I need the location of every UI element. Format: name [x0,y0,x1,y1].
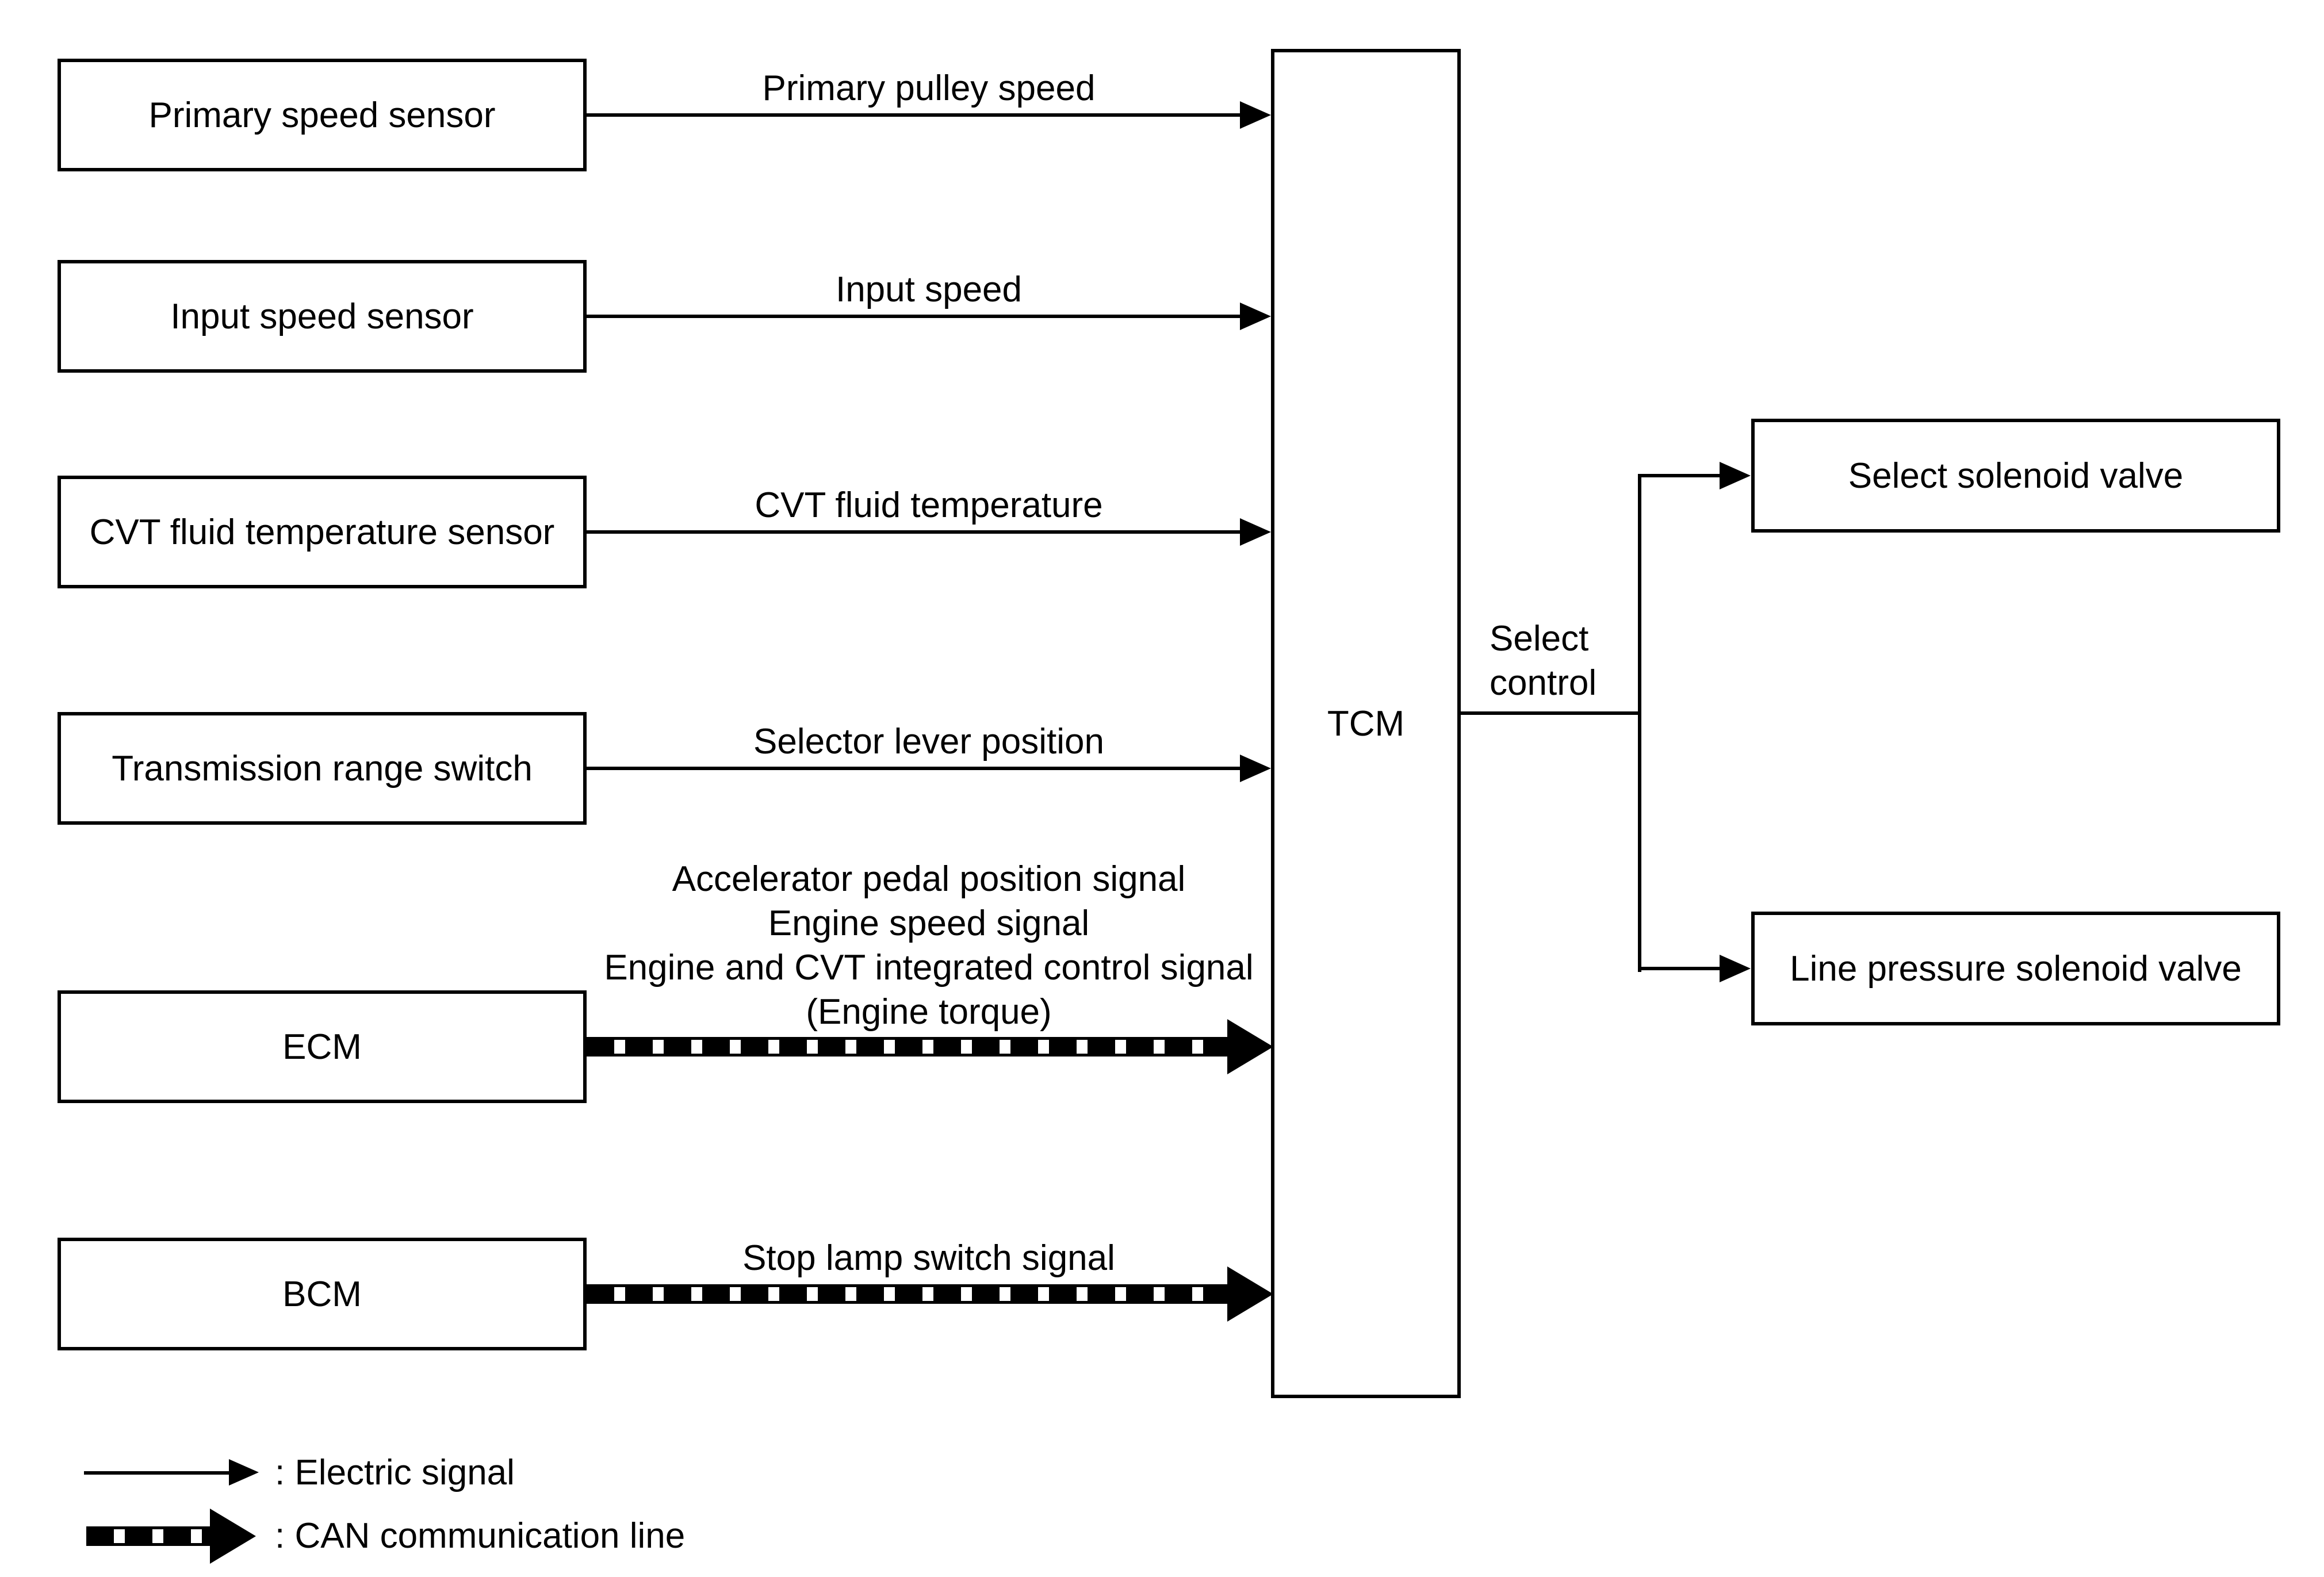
signal-label-stop-lamp-switch: Stop lamp switch signal [742,1238,1115,1278]
signal-label-engine-speed: Engine speed signal [768,904,1090,943]
signal-label-engine-cvt-integrated-control: Engine and CVT integrated control signal [604,948,1254,987]
output-line-tcm-to-branch [1461,711,1641,715]
input-box-transmission-range-switch: Transmission range switch [58,712,587,825]
input-box-cvt-fluid-temperature-sensor: CVT fluid temperature sensor [58,476,587,588]
legend-can-arrowhead-icon [210,1509,256,1564]
signal-label-ecm-can-signals: Accelerator pedal position signal Engine… [587,857,1271,1034]
can-arrowhead-icon-bcm [1227,1266,1273,1322]
electric-arrow-line-cvt-fluid-temperature [587,530,1240,534]
arrowhead-icon-line-pressure-solenoid [1720,955,1751,982]
signal-label-engine-torque: (Engine torque) [806,992,1052,1032]
can-arrow-line-ecm [587,1037,1227,1057]
controller-box-tcm: TCM [1271,49,1461,1398]
output-label-select: Select [1490,619,1589,659]
can-arrowhead-icon-ecm [1227,1019,1273,1074]
output-label-control: control [1490,663,1597,703]
electric-arrow-line-primary-pulley-speed [587,113,1240,117]
output-branch-line-line-pressure-solenoid [1638,967,1720,970]
signal-label-selector-lever-position: Selector lever position [753,722,1104,761]
can-dash-pattern-bcm [587,1287,1227,1301]
output-box-line-pressure-solenoid-valve: Line pressure solenoid valve [1751,912,2280,1025]
input-box-ecm: ECM [58,990,587,1103]
signal-label-accelerator-pedal-position: Accelerator pedal position signal [672,859,1186,899]
signal-label-cvt-fluid-temperature: CVT fluid temperature [755,485,1103,525]
signal-label-primary-pulley-speed: Primary pulley speed [762,68,1096,108]
output-branch-vertical-line [1638,474,1641,972]
arrowhead-icon-selector-lever-position [1240,755,1271,782]
input-box-primary-speed-sensor: Primary speed sensor [58,59,587,171]
output-label-select-control: Select control [1490,617,1596,705]
arrowhead-icon-cvt-fluid-temperature [1240,518,1271,546]
electric-arrow-line-selector-lever-position [587,767,1240,770]
output-branch-line-select-solenoid [1638,474,1720,477]
signal-label-input-speed: Input speed [835,270,1023,309]
legend-can-arrow-line [86,1526,210,1546]
legend-electric-arrowhead-icon [229,1459,259,1486]
can-arrow-line-bcm [587,1284,1227,1304]
can-dash-pattern-ecm [587,1040,1227,1054]
legend-label-electric-signal: : Electric signal [275,1453,515,1492]
arrowhead-icon-primary-pulley-speed [1240,101,1271,129]
legend-label-can-communication-line: : CAN communication line [275,1516,686,1556]
arrowhead-icon-select-solenoid [1720,462,1751,489]
arrowhead-icon-input-speed [1240,303,1271,330]
input-box-bcm: BCM [58,1238,587,1350]
legend-electric-arrow-line [84,1471,230,1475]
input-box-input-speed-sensor: Input speed sensor [58,260,587,373]
electric-arrow-line-input-speed [587,315,1240,318]
legend-can-dash-pattern [86,1529,210,1543]
output-box-select-solenoid-valve: Select solenoid valve [1751,419,2280,533]
